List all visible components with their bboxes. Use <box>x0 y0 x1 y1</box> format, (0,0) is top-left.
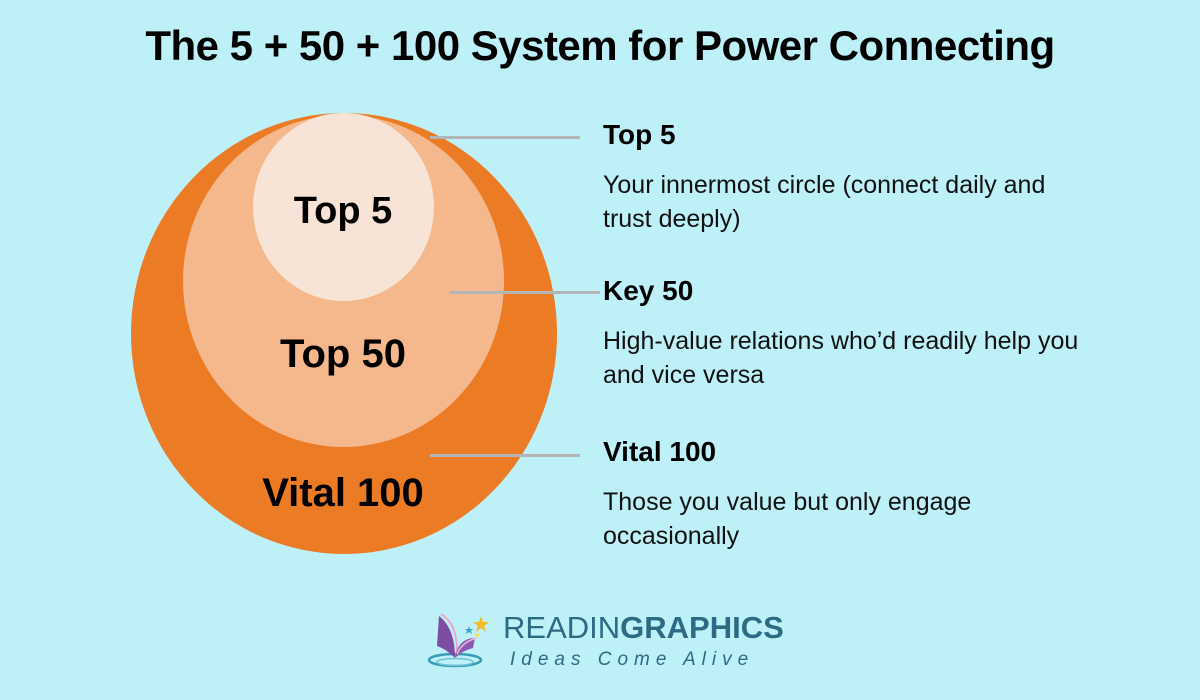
description-text: Those you value but only engage occasion… <box>603 488 972 550</box>
description-title: Vital 100 <box>603 436 717 467</box>
leader-line-key-50 <box>449 291 600 294</box>
description-title: Key 50 <box>603 275 694 306</box>
leader-line-top-5 <box>430 136 580 139</box>
description-text: Your innermost circle (connect daily and… <box>603 171 1046 233</box>
description-top-5: Top 5 Your innermost circle (connect dai… <box>603 118 1083 236</box>
page-title: The 5 + 50 + 100 System for Power Connec… <box>145 22 1055 69</box>
description-title: Top 5 <box>603 119 676 150</box>
description-key-50: Key 50 High-value relations who’d readil… <box>603 274 1083 392</box>
circle-label-top-5: Top 5 <box>293 190 393 232</box>
leader-line-vital-100 <box>430 454 580 457</box>
circle-top-5 <box>253 113 434 301</box>
circle-label-vital-100: Vital 100 <box>262 471 424 515</box>
logo-tagline: Ideas Come Alive <box>510 649 755 670</box>
readingraphics-logo: READINGRAPHICS Ideas Come Alive <box>425 608 785 673</box>
logo-wordmark: READINGRAPHICS <box>503 610 784 646</box>
description-text: High-value relations who’d readily help … <box>603 327 1079 389</box>
open-book-stars-icon <box>427 613 489 668</box>
logo-wordmark-light: READIN <box>503 610 621 645</box>
circle-label-top-50: Top 50 <box>280 332 406 376</box>
description-vital-100: Vital 100 Those you value but only engag… <box>603 435 1083 553</box>
logo-wordmark-bold: GRAPHICS <box>620 610 784 645</box>
